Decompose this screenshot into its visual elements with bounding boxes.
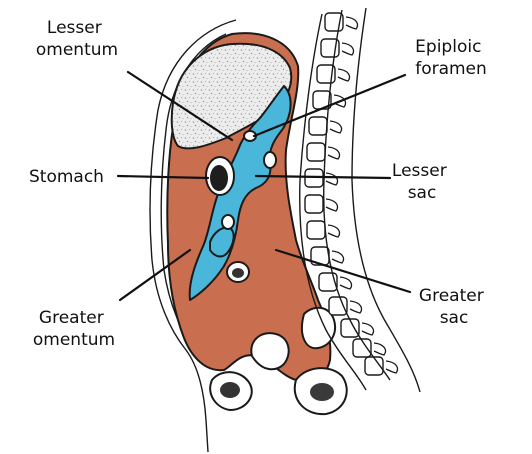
label-stomach: Stomach (29, 167, 104, 187)
small-bowel-loop (222, 215, 234, 229)
spinous-process (374, 343, 386, 355)
spinous-process (386, 361, 398, 373)
spinous-process (328, 225, 340, 237)
label-greater-sac: Greater sac (419, 286, 489, 328)
label-lesser-omentum: Lesser omentum (36, 18, 118, 60)
spinous-process (362, 323, 374, 335)
spinous-process (326, 199, 338, 211)
vertebra (353, 339, 371, 357)
spinous-process (338, 69, 350, 81)
transverse-colon-lumen (232, 268, 244, 278)
sacrum-lower-inner (310, 383, 334, 401)
spinous-process (340, 277, 352, 289)
pancreas (264, 152, 276, 168)
bladder (251, 333, 288, 369)
vertebra (341, 319, 359, 337)
spinous-process (332, 251, 344, 263)
spinous-process (326, 173, 338, 185)
pubic-bone-inner (220, 382, 240, 398)
vertebra (329, 297, 347, 315)
vertebra (305, 195, 323, 213)
label-lesser-sac: Lesser sac (392, 161, 452, 203)
stomach-lumen (210, 165, 228, 191)
spinous-process (342, 43, 354, 55)
vertebra (307, 221, 325, 239)
label-greater-omentum: Greater omentum (33, 308, 115, 350)
spinous-process (350, 301, 362, 313)
label-epiploic-foramen: Epiploic foramen (415, 37, 487, 79)
vertebra (309, 117, 327, 135)
spinous-process (328, 147, 340, 159)
spinous-process (330, 121, 342, 133)
spinous-process (346, 17, 358, 29)
vertebra (307, 143, 325, 161)
